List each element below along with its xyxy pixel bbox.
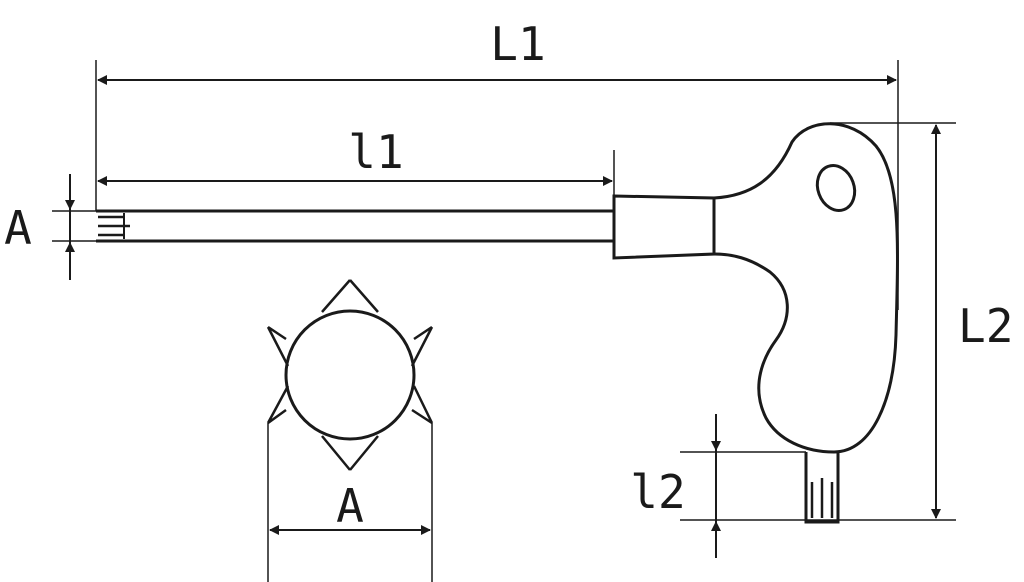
label-L2: L2 xyxy=(958,299,1013,353)
handle-collar xyxy=(612,194,716,260)
label-A-side: A xyxy=(4,201,32,255)
handle-hole xyxy=(815,164,857,212)
handle-body xyxy=(713,122,899,454)
label-l1: l1 xyxy=(348,125,403,179)
extension-lines xyxy=(52,60,956,582)
short-tip-icon xyxy=(804,452,840,524)
torx-profile-icon xyxy=(266,279,434,471)
blade-shaft xyxy=(96,209,614,243)
label-L1: L1 xyxy=(490,17,545,71)
label-A-profile: A xyxy=(336,479,364,533)
label-l2: l2 xyxy=(630,465,685,519)
torx-tip-icon xyxy=(98,213,130,239)
